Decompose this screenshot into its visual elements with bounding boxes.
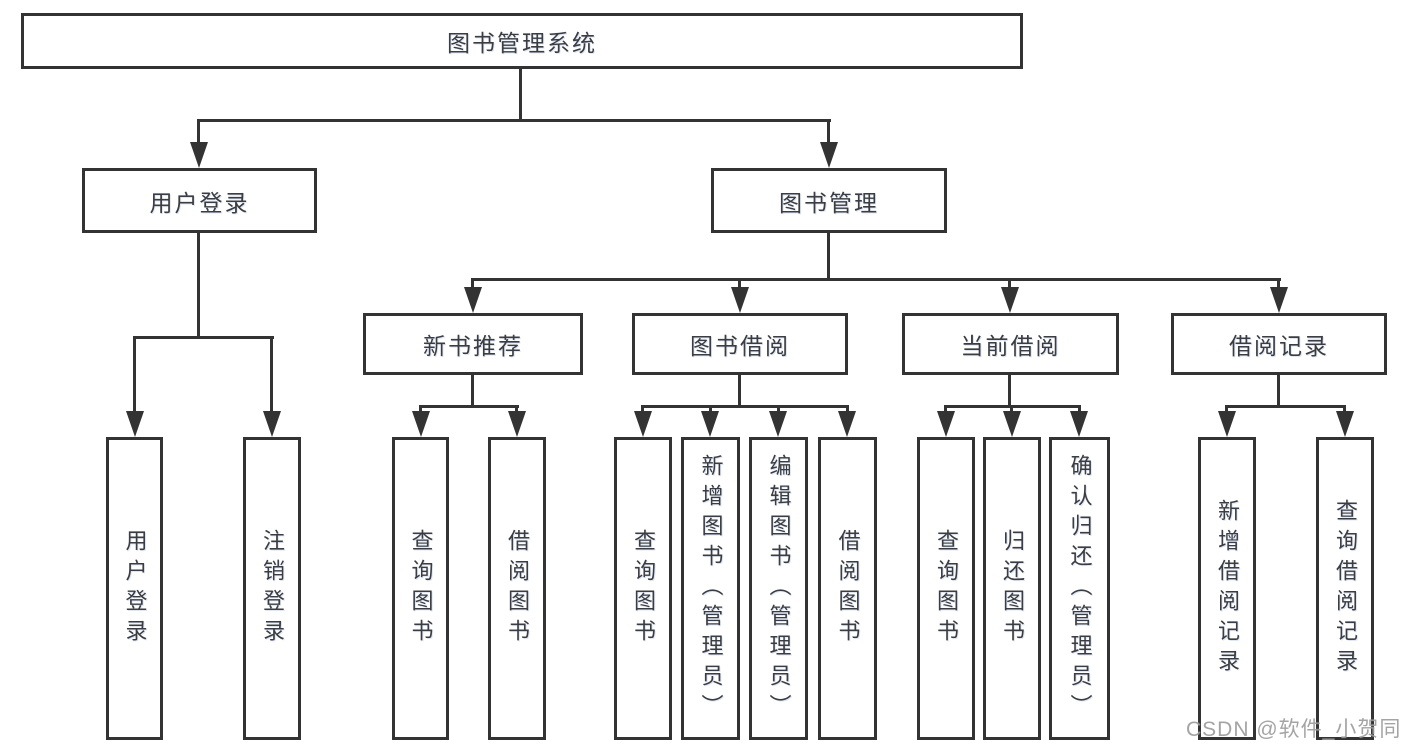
connector-stem	[1008, 374, 1011, 408]
leaf-borrow-books-recommendation: 借阅图书	[488, 437, 546, 740]
connector-drop	[270, 336, 273, 416]
connector-stem	[1277, 374, 1280, 408]
connector-stem	[738, 374, 741, 408]
node-label: 查询图书	[631, 528, 656, 649]
leaf-edit-books-admin: 编辑图书（管理员）	[749, 437, 808, 740]
connector-branch-user-login	[133, 336, 274, 339]
node-label: 注销登录	[260, 528, 285, 649]
leaf-logout-login: 注销登录	[243, 437, 301, 740]
connector-stem-user-login	[197, 233, 200, 339]
leaf-add-borrow-record: 新增借阅记录	[1198, 437, 1256, 740]
arrow-down-icon	[838, 411, 856, 437]
arrow-down-icon	[937, 411, 955, 437]
node-label: 归还图书	[1000, 528, 1025, 649]
node-borrowing-records: 借阅记录	[1171, 313, 1387, 375]
leaf-query-borrow-record: 查询借阅记录	[1316, 437, 1374, 740]
node-label: 新增借阅记录	[1215, 498, 1240, 679]
connector-stem-root	[519, 68, 522, 122]
leaf-query-books-current: 查询图书	[917, 437, 975, 740]
node-label: 查询图书	[934, 528, 959, 649]
arrow-down-icon	[1001, 287, 1019, 313]
node-label: 新增图书（管理员）	[698, 453, 724, 724]
node-label: 查询图书	[408, 528, 434, 649]
connector-branch-level2	[197, 119, 831, 122]
node-library-management-system: 图书管理系统	[21, 13, 1023, 69]
node-user-login: 用户登录	[82, 168, 317, 233]
arrow-down-icon	[1003, 411, 1021, 437]
connector-drop	[197, 119, 200, 149]
connector-branch-level3	[471, 278, 1281, 281]
node-label: 用户登录	[122, 528, 148, 649]
leaf-query-books-borrowing: 查询图书	[614, 437, 672, 740]
connector-branch	[1225, 405, 1346, 408]
connector-branch	[419, 405, 519, 408]
csdn-watermark: CSDN @软件_小贺同学	[1186, 718, 1402, 741]
leaf-confirm-return-admin: 确认归还（管理员）	[1049, 437, 1110, 740]
arrow-down-icon	[769, 411, 787, 437]
arrow-down-icon	[820, 142, 838, 168]
connector-drop	[133, 336, 136, 416]
arrow-down-icon	[508, 411, 526, 437]
leaf-query-books-recommendation: 查询图书	[392, 437, 449, 740]
arrow-down-icon	[1218, 411, 1236, 437]
arrow-down-icon	[190, 142, 208, 168]
node-label: 确认归还（管理员）	[1067, 453, 1093, 724]
node-book-borrowing: 图书借阅	[632, 313, 848, 375]
leaf-return-books: 归还图书	[983, 437, 1041, 740]
leaf-add-books-admin: 新增图书（管理员）	[681, 437, 740, 740]
arrow-down-icon	[731, 287, 749, 313]
arrow-down-icon	[634, 411, 652, 437]
connector-stem	[471, 374, 474, 408]
node-label: 借阅图书	[835, 528, 861, 649]
connector-drop	[827, 119, 830, 149]
node-label: 编辑图书（管理员）	[766, 453, 792, 724]
node-label: 图书借阅	[690, 333, 790, 359]
arrow-down-icon	[412, 411, 430, 437]
node-new-book-recommendation: 新书推荐	[363, 313, 583, 375]
node-book-management: 图书管理	[711, 168, 947, 233]
node-label: 新书推荐	[423, 333, 523, 359]
node-label: 借阅图书	[505, 528, 530, 649]
arrow-down-icon	[1270, 287, 1288, 313]
node-label: 当前借阅	[960, 333, 1061, 359]
arrow-down-icon	[464, 287, 482, 313]
node-current-borrowing: 当前借阅	[902, 313, 1119, 375]
node-label: 用户登录	[149, 189, 250, 216]
connector-branch	[641, 405, 849, 408]
node-label: 借阅记录	[1229, 333, 1329, 359]
leaf-borrow-books-borrowing: 借阅图书	[818, 437, 877, 740]
arrow-down-icon	[1070, 411, 1088, 437]
node-label: 图书管理	[779, 189, 879, 216]
leaf-user-login: 用户登录	[106, 437, 163, 740]
connector-stem-book-management	[827, 233, 830, 281]
arrow-down-icon	[701, 411, 719, 437]
arrow-down-icon	[1336, 411, 1354, 437]
arrow-down-icon	[126, 411, 144, 437]
node-label: 图书管理系统	[447, 30, 597, 56]
node-label: 查询借阅记录	[1333, 498, 1358, 679]
arrow-down-icon	[263, 411, 281, 437]
